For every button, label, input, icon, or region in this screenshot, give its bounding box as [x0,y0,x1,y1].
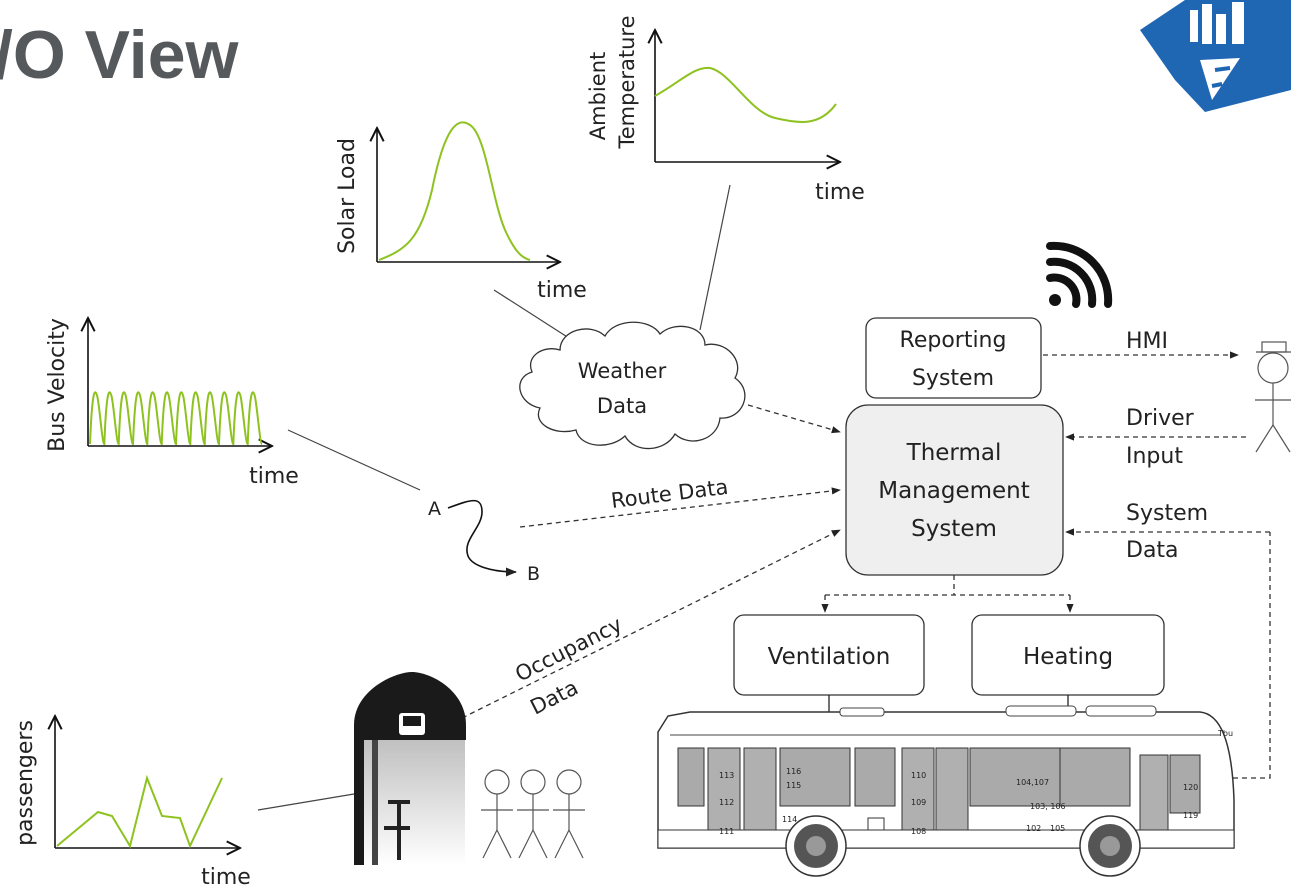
solar-curve [378,121,531,261]
occupancy-to-thermal-arrow [461,529,841,719]
bus-zone-label: 114 [782,815,797,824]
thermal-line3: System [911,516,997,542]
heating-box: Heating [971,614,1165,696]
reporting-line2: System [912,366,994,391]
bus-zone-label: 102 [1026,824,1041,833]
bus-zone-label: 113 [719,771,734,780]
bus-zone-label: 103, 106 [1030,802,1066,811]
bus-zone-label: 109 [911,798,926,807]
bus-velocity-chart: Bus Velocity time [45,318,299,489]
bus-zone-label: 105 [1050,824,1065,833]
route-point-b: B [527,563,540,585]
tms-branch-line [825,575,1070,596]
hmi-label: HMI [1126,329,1168,354]
bus-zone-label: 116 [786,767,801,776]
bus-zone-label: 112 [719,798,734,807]
bus-zone-label: 111 [719,827,734,836]
heating-label: Heating [1023,644,1113,670]
bus-shelter [354,672,466,865]
logo [1140,0,1291,112]
thermal-line1: Thermal [906,440,1002,466]
bus-zone-label: Tbu [1217,729,1233,738]
ventilation-label: Ventilation [768,644,891,670]
passengers-to-shelter-line [257,792,361,811]
solar-ylabel: Solar Load [335,138,360,254]
waiting-passengers-icon [481,769,585,859]
temperature-ylabel-line2: Temperature [615,15,639,149]
driver-input-line1: Driver [1126,406,1195,431]
velocity-to-route-line [287,429,421,491]
weather-line1: Weather [578,359,667,383]
bus-zone-label: 120 [1183,783,1198,792]
bus-front-wheel [785,815,847,877]
driver-icon [1255,341,1291,453]
solar-load-chart: Solar Load time [335,121,587,303]
reporting-line1: Reporting [900,328,1007,353]
ventilation-box: Ventilation [733,614,925,696]
weather-line2: Data [597,394,647,418]
weather-data-cloud: Weather Data [519,321,746,450]
thermal-management-box: Thermal Management System [845,404,1064,576]
wifi-icon [1046,241,1113,308]
passengers-curve [56,774,223,849]
temperature-ylabel-line1: Ambient [586,52,610,140]
velocity-xlabel: time [249,464,299,489]
solar-xlabel: time [537,278,587,303]
page-title: /O View [0,17,240,93]
reporting-system-box: Reporting System [865,317,1042,399]
route-symbol: A B [428,498,540,585]
route-point-a: A [428,498,441,520]
temperature-curve [654,66,837,123]
temperature-chart: Ambient Temperature time [586,15,865,205]
route-data-label: Route Data [610,475,730,513]
system-data-line2: Data [1126,538,1179,563]
driver-input-line2: Input [1126,444,1183,469]
bus-zone-label: 115 [786,781,801,790]
system-data-line1: System [1126,501,1208,526]
thermal-line2: Management [878,478,1030,504]
bus-zone-label: 110 [911,771,926,780]
temperature-to-weather-line [699,184,731,331]
velocity-curve [89,391,263,446]
passengers-ylabel: passengers [13,720,38,846]
weather-to-thermal-arrow [747,404,841,434]
temperature-xlabel: time [815,180,865,205]
passengers-chart: passengers time [13,716,251,890]
solar-to-weather-line [493,289,573,341]
bus-zone-label: 119 [1183,811,1198,820]
bus-zone-label: 104,107 [1016,778,1049,787]
passengers-xlabel: time [201,865,251,890]
velocity-ylabel: Bus Velocity [45,318,70,452]
bus-rear-wheel [1079,815,1141,877]
bus-zone-label: 108 [911,827,926,836]
bus-illustration: 113 112 111 116 115 114 110 109 108 104,… [657,705,1235,877]
occupancy-line1: Occupancy [511,612,626,686]
